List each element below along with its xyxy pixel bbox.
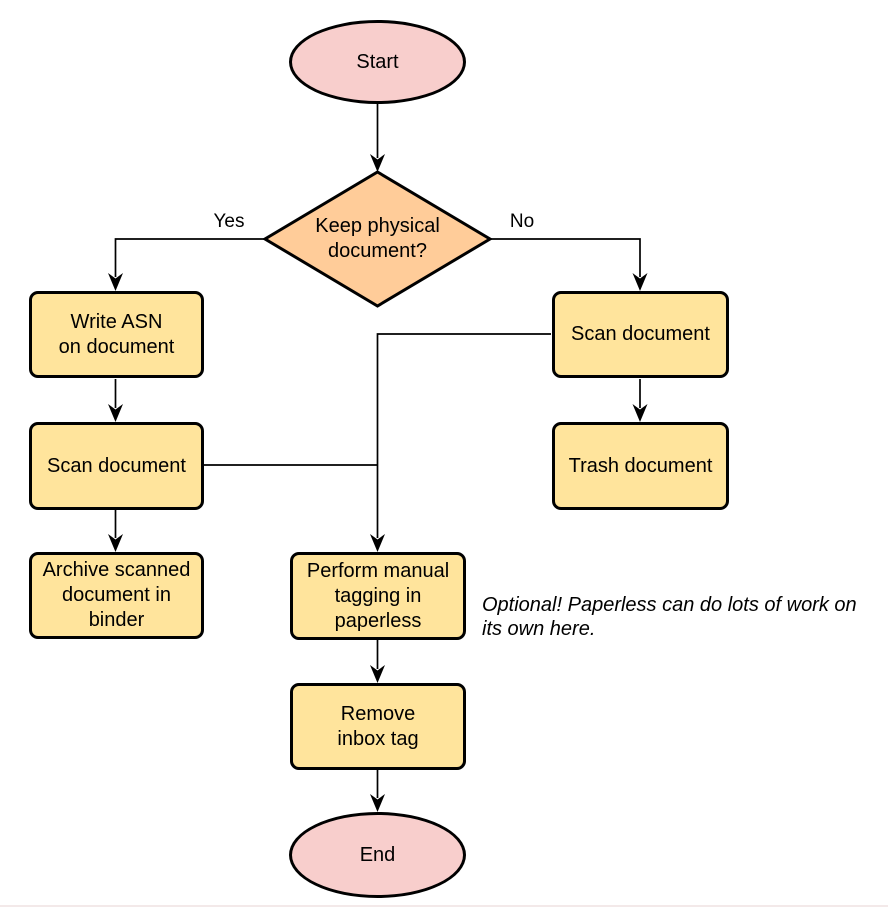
connector-scanright-tagging (376, 333, 551, 538)
node-manual-tagging: Perform manual tagging in paperless (290, 552, 466, 640)
node-start: Start (289, 20, 466, 104)
arrowhead (370, 794, 385, 812)
edge-label-yes: Yes (213, 211, 245, 232)
connector-yes-branch (114, 238, 266, 277)
node-trash-document: Trash document (552, 422, 729, 510)
decision-diamond-shape (262, 170, 493, 308)
edge-label-no: No (509, 211, 535, 232)
node-write-asn: Write ASN on document (29, 291, 204, 378)
arrowhead (632, 273, 648, 291)
arrowhead (108, 534, 123, 552)
node-scan-document-left: Scan document (29, 422, 204, 510)
arrowhead (108, 404, 123, 422)
arrowhead (108, 273, 123, 291)
node-remove-inbox-tag: Remove inbox tag (290, 683, 466, 770)
node-archive-binder: Archive scanned document in binder (29, 552, 204, 639)
node-end: End (289, 812, 466, 898)
optional-note: Optional! Paperless can do lots of work … (482, 594, 857, 640)
node-decision-label: Keep physical document? (315, 215, 440, 262)
arrowhead (632, 404, 648, 422)
arrowhead (370, 665, 385, 683)
arrowheads (108, 154, 648, 812)
arrowhead (370, 534, 385, 552)
connector-no-branch (489, 238, 641, 277)
node-scan-document-right: Scan document (552, 291, 729, 378)
connector-lines (114, 104, 641, 798)
bottom-edge-line (0, 905, 888, 907)
arrowhead (370, 154, 385, 172)
